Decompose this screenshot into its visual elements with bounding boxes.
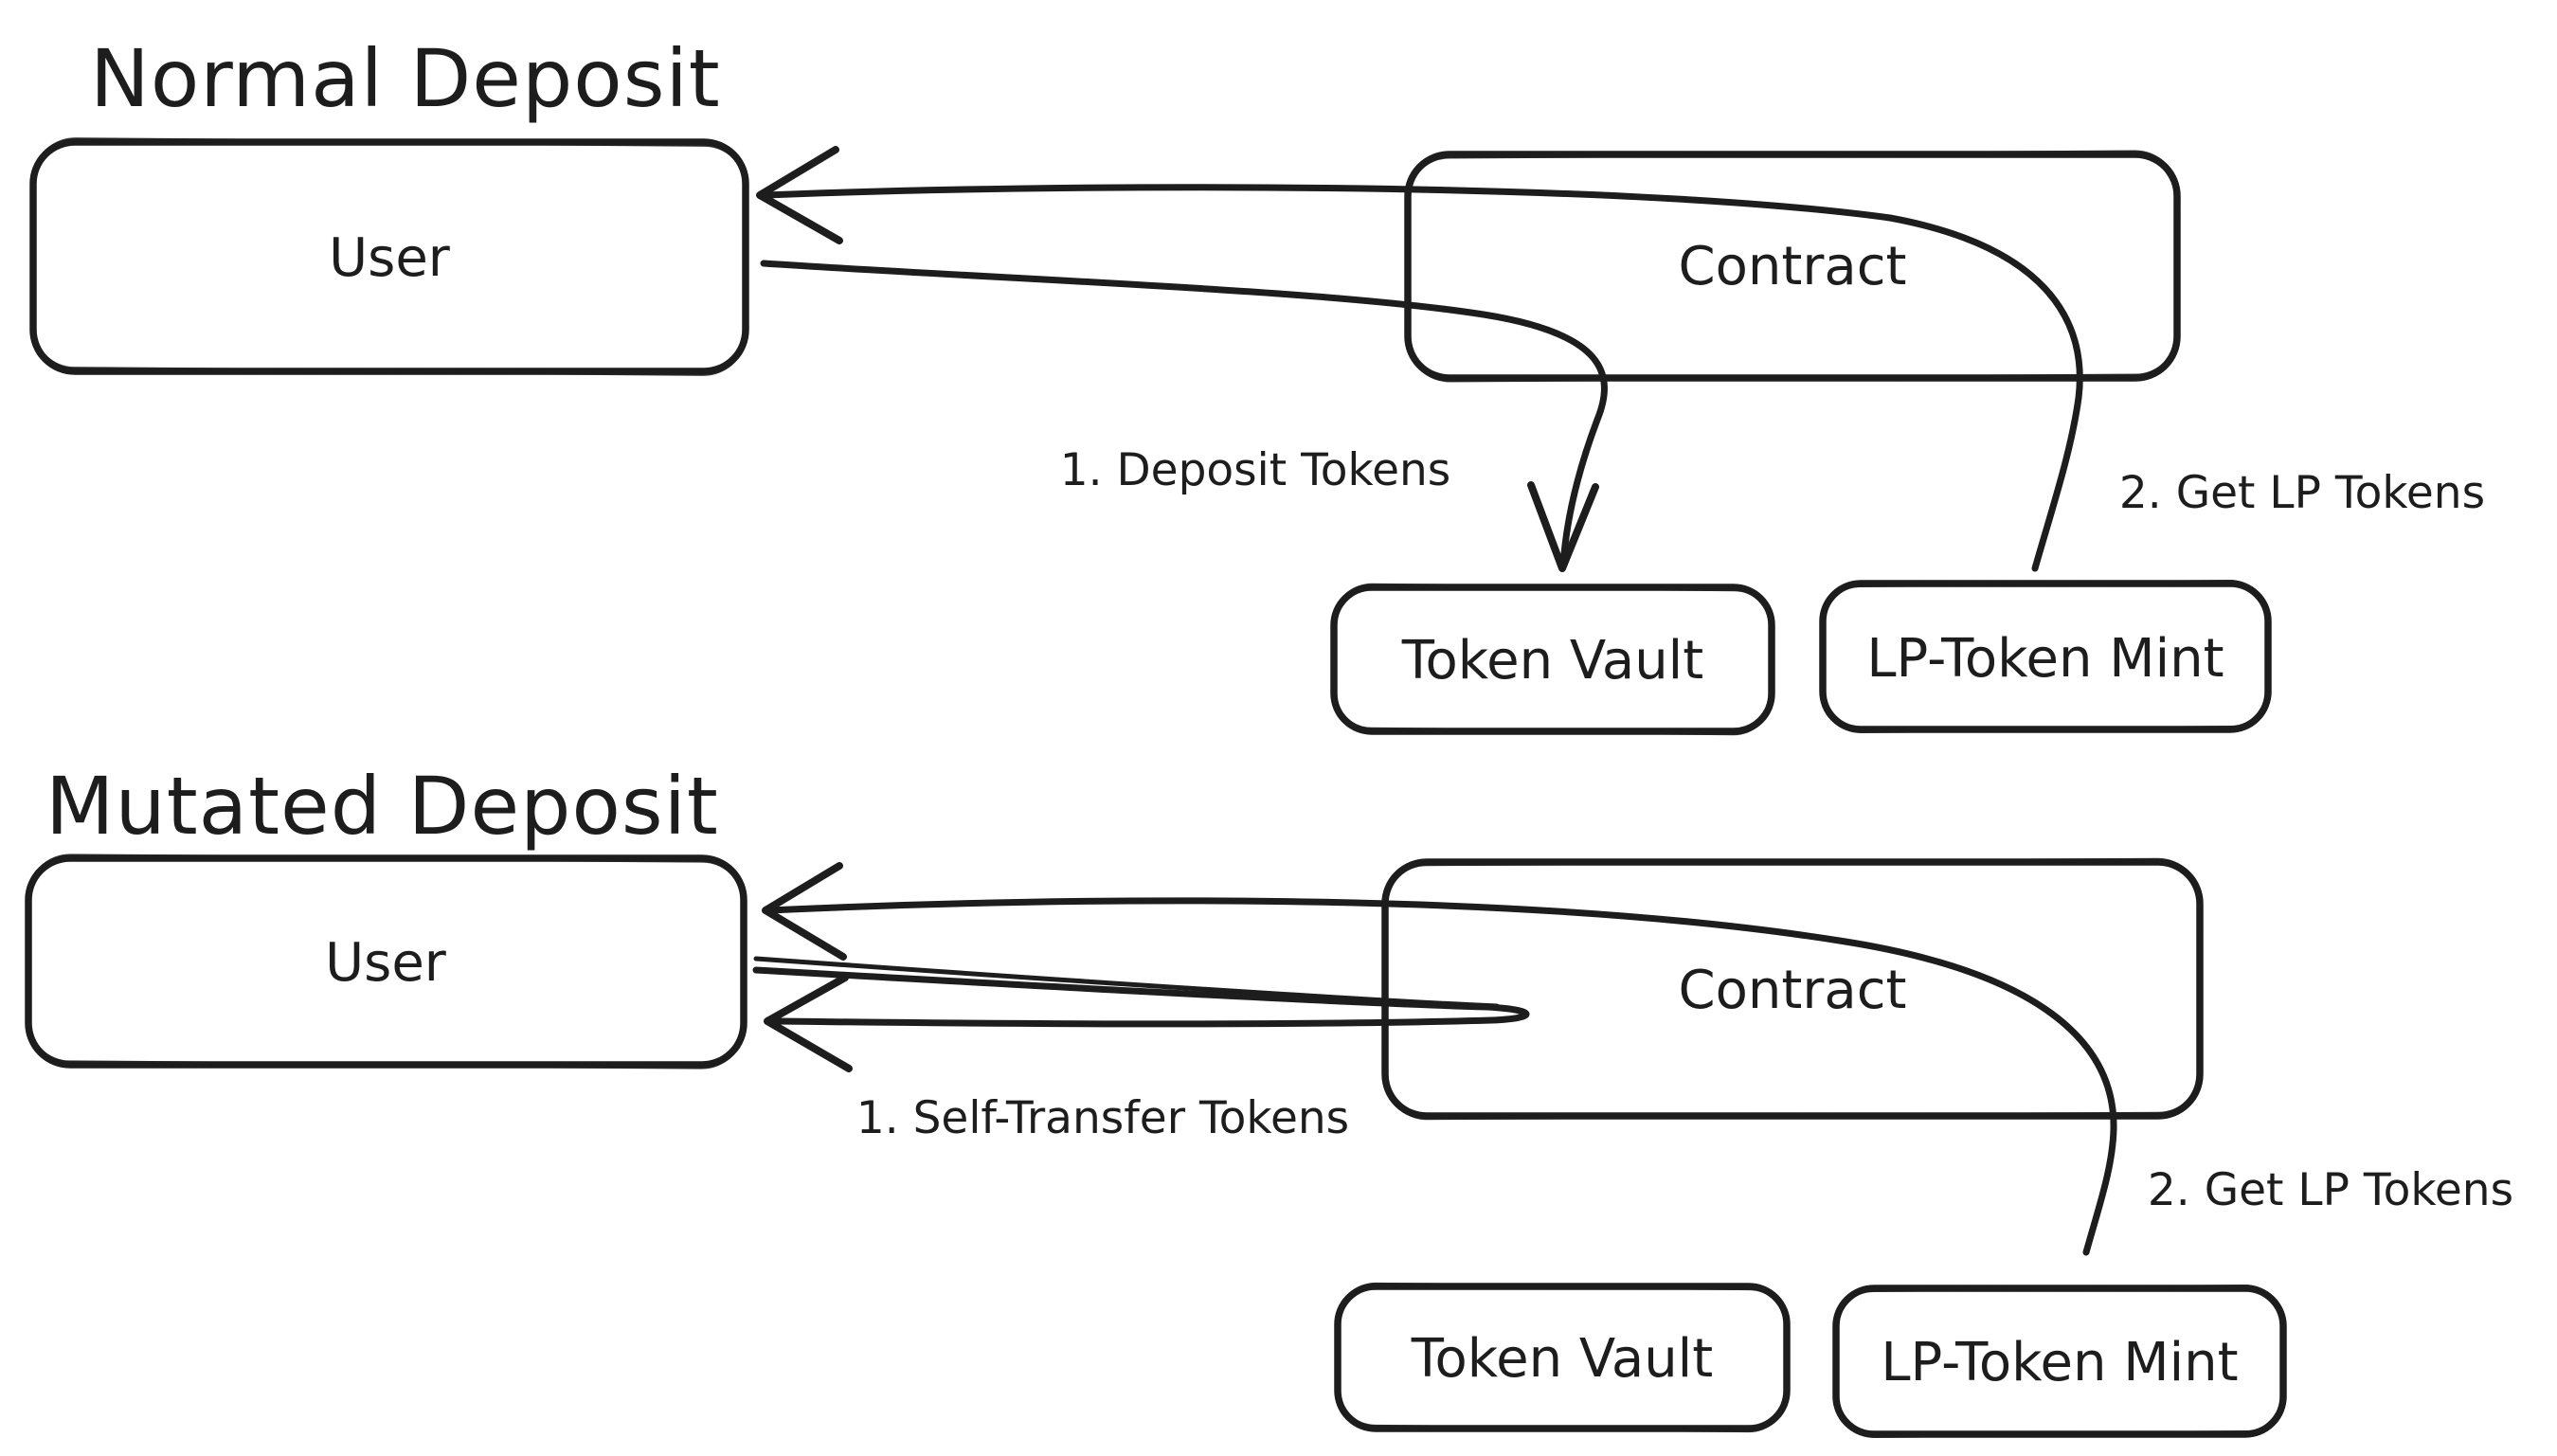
normal-contract-label: Contract (1679, 236, 1907, 297)
mutated-get-lp-arrowhead-icon (762, 862, 847, 961)
mutated-contract-label: Contract (1679, 960, 1907, 1021)
normal-contract-node: Contract (1404, 150, 2181, 383)
normal-get-lp-arrow-shaft (762, 184, 2083, 572)
mutated-lp-token-mint-node: LP-Token Mint (1832, 1285, 2287, 1438)
section-title-normal: Normal Deposit (90, 32, 721, 125)
normal-get-lp-edge-label: 2. Get LP Tokens (2119, 467, 2485, 519)
mutated-get-lp-edge-label: 2. Get LP Tokens (2148, 1164, 2513, 1216)
normal-deposit-arrow (760, 260, 1608, 572)
mutated-lp-token-mint-box-sketch (1833, 1285, 2286, 1438)
normal-user-node: User (29, 137, 749, 376)
mutated-self-transfer-edge-label: 1. Self-Transfer Tokens (856, 1092, 1349, 1144)
mutated-self-transfer-arrow (752, 956, 1530, 1072)
normal-deposit-arrowhead-icon (1527, 481, 1599, 572)
normal-token-vault-node: Token Vault (1330, 583, 1775, 736)
normal-lp-token-mint-label: LP-Token Mint (1866, 628, 2224, 690)
mutated-contract-node: Contract (1381, 857, 2204, 1121)
normal-get-lp-arrow (756, 146, 2083, 572)
mutated-get-lp-arrow (762, 862, 2117, 1256)
normal-deposit-edge-label: 1. Deposit Tokens (1060, 444, 1451, 496)
mutated-user-node: User (25, 854, 747, 1070)
mutated-lp-token-mint-label: LP-Token Mint (1881, 1332, 2238, 1393)
normal-lp-token-mint-box-sketch (1820, 580, 2271, 733)
mutated-self-transfer-arrow-shaft (752, 966, 1530, 1028)
normal-user-box-sketch (30, 137, 748, 376)
normal-deposit-arrow-shaft (760, 260, 1608, 568)
section-mutated-deposit: Mutated Deposit User Contract (25, 760, 2513, 1438)
normal-token-vault-label: Token Vault (1401, 630, 1703, 692)
mutated-user-label: User (325, 932, 447, 994)
section-title-mutated: Mutated Deposit (45, 760, 719, 853)
mutated-token-vault-box-sketch (1335, 1282, 1790, 1433)
mutated-user-box-sketch (26, 854, 747, 1070)
mutated-token-vault-node: Token Vault (1334, 1282, 1791, 1433)
mutated-self-transfer-arrowhead-icon (764, 974, 853, 1072)
mutated-get-lp-arrow-shaft (765, 897, 2117, 1256)
section-normal-deposit: Normal Deposit User Contract (29, 32, 2485, 736)
mutated-contract-box-sketch (1382, 857, 2203, 1121)
mutated-token-vault-label: Token Vault (1411, 1328, 1713, 1390)
normal-contract-box-sketch (1405, 150, 2180, 383)
normal-get-lp-arrowhead-icon (756, 146, 843, 244)
normal-token-vault-box-sketch (1331, 583, 1774, 736)
normal-lp-token-mint-node: LP-Token Mint (1819, 580, 2272, 733)
normal-user-label: User (329, 227, 451, 289)
